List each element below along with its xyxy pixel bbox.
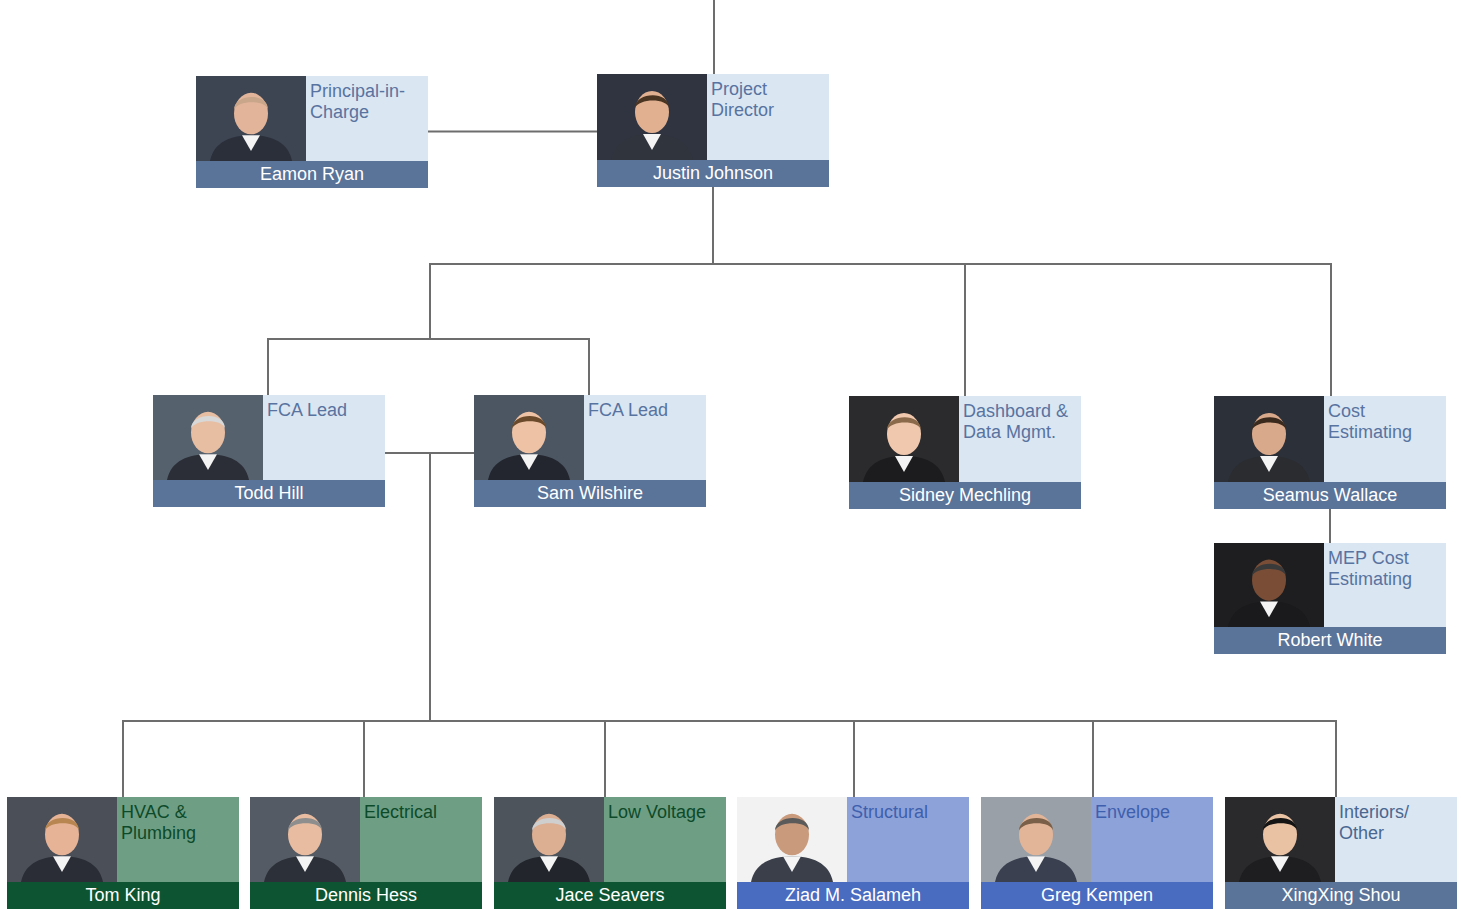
org-connector	[123, 453, 430, 797]
person-card: FCA LeadTodd Hill	[153, 395, 385, 507]
person-name: Jace Seavers	[494, 882, 726, 909]
role-title: FCA Lead	[267, 400, 347, 420]
portrait-photo	[153, 395, 263, 480]
person-card: HVAC & PlumbingTom King	[7, 797, 239, 909]
role-panel: FCA Lead	[263, 395, 385, 480]
org-connector	[1329, 509, 1331, 543]
role-title: Low Voltage	[608, 802, 706, 822]
portrait-photo	[597, 74, 707, 160]
card-body: Dashboard & Data Mgmt.	[849, 396, 1081, 482]
org-connector	[430, 453, 1093, 797]
person-card: Cost EstimatingSeamus Wallace	[1214, 396, 1446, 509]
role-title: MEP Cost Estimating	[1328, 548, 1412, 589]
portrait-photo	[737, 797, 847, 882]
org-connector	[430, 453, 854, 797]
org-connector	[385, 453, 1336, 797]
card-body: Envelope	[981, 797, 1213, 882]
role-title: Electrical	[364, 802, 437, 822]
role-title: Principal-in-Charge	[310, 81, 405, 122]
portrait-photo	[1214, 396, 1324, 482]
role-panel: MEP Cost Estimating	[1324, 543, 1446, 627]
person-name: Sam Wilshire	[474, 480, 706, 507]
person-name: Todd Hill	[153, 480, 385, 507]
portrait-photo	[250, 797, 360, 882]
role-panel: Structural	[847, 797, 969, 882]
person-name: Ziad M. Salameh	[737, 882, 969, 909]
person-card: FCA LeadSam Wilshire	[474, 395, 706, 507]
org-connector	[430, 187, 713, 395]
role-title: FCA Lead	[588, 400, 668, 420]
role-panel: HVAC & Plumbing	[117, 797, 239, 882]
org-connector	[385, 453, 854, 797]
role-panel: Cost Estimating	[1324, 396, 1446, 482]
person-card: Principal-in-ChargeEamon Ryan	[196, 76, 428, 188]
org-connector	[428, 131, 597, 133]
person-card: Interiors/ OtherXingXing Shou	[1225, 797, 1457, 909]
role-title: Project Director	[711, 79, 774, 120]
person-name: Robert White	[1214, 627, 1446, 654]
portrait-photo	[981, 797, 1091, 882]
portrait-photo	[196, 76, 306, 161]
role-title: Structural	[851, 802, 928, 822]
org-connector	[268, 187, 713, 395]
portrait-photo	[474, 395, 584, 480]
person-name: Justin Johnson	[597, 160, 829, 187]
role-panel: Low Voltage	[604, 797, 726, 882]
role-title: Cost Estimating	[1328, 401, 1412, 442]
role-panel: Project Director	[707, 74, 829, 160]
org-connector	[713, 187, 965, 396]
card-body: MEP Cost Estimating	[1214, 543, 1446, 627]
person-card: ElectricalDennis Hess	[250, 797, 482, 909]
org-connector	[385, 453, 1093, 797]
org-connector	[123, 453, 474, 797]
person-name: XingXing Shou	[1225, 882, 1457, 909]
org-connector	[713, 187, 1331, 396]
role-panel: Interiors/ Other	[1335, 797, 1457, 882]
person-name: Dennis Hess	[250, 882, 482, 909]
card-body: Project Director	[597, 74, 829, 160]
portrait-photo	[494, 797, 604, 882]
card-body: FCA Lead	[474, 395, 706, 480]
portrait-photo	[1225, 797, 1335, 882]
role-panel: Electrical	[360, 797, 482, 882]
portrait-photo	[849, 396, 959, 482]
person-name: Eamon Ryan	[196, 161, 428, 188]
person-card: MEP Cost EstimatingRobert White	[1214, 543, 1446, 654]
person-card: Project DirectorJustin Johnson	[597, 74, 829, 187]
person-card: Low VoltageJace Seavers	[494, 797, 726, 909]
card-body: FCA Lead	[153, 395, 385, 480]
role-panel: Dashboard & Data Mgmt.	[959, 396, 1081, 482]
incoming-line	[713, 0, 715, 74]
portrait-photo	[1214, 543, 1324, 627]
person-name: Sidney Mechling	[849, 482, 1081, 509]
card-body: Principal-in-Charge	[196, 76, 428, 161]
card-body: Low Voltage	[494, 797, 726, 882]
role-title: HVAC & Plumbing	[121, 802, 196, 843]
card-body: Electrical	[250, 797, 482, 882]
role-title: Envelope	[1095, 802, 1170, 822]
role-panel: Principal-in-Charge	[306, 76, 428, 161]
person-card: EnvelopeGreg Kempen	[981, 797, 1213, 909]
person-card: Dashboard & Data Mgmt. Sidney Mechling	[849, 396, 1081, 509]
card-body: Interiors/ Other	[1225, 797, 1457, 882]
person-name: Greg Kempen	[981, 882, 1213, 909]
card-body: Structural	[737, 797, 969, 882]
role-panel: Envelope	[1091, 797, 1213, 882]
card-body: HVAC & Plumbing	[7, 797, 239, 882]
role-title: Dashboard & Data Mgmt.	[963, 401, 1068, 442]
portrait-photo	[7, 797, 117, 882]
org-connector	[430, 453, 1336, 797]
person-name: Seamus Wallace	[1214, 482, 1446, 509]
person-card: StructuralZiad M. Salameh	[737, 797, 969, 909]
person-name: Tom King	[7, 882, 239, 909]
role-panel: FCA Lead	[584, 395, 706, 480]
card-body: Cost Estimating	[1214, 396, 1446, 482]
role-title: Interiors/ Other	[1339, 802, 1409, 843]
